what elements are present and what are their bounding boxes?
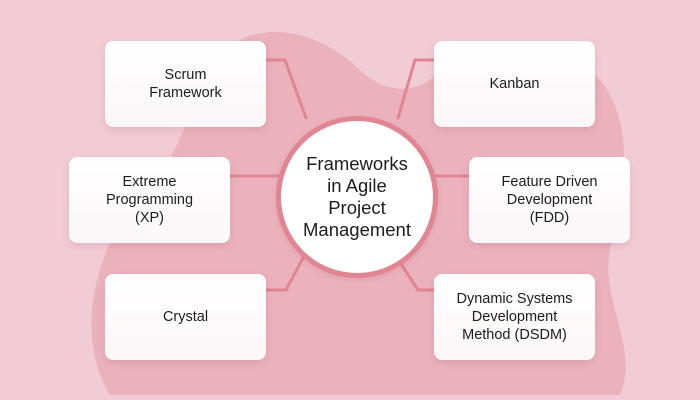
framework-card-dsdm[interactable]: Dynamic Systems Development Method (DSDM… xyxy=(434,274,595,360)
framework-card-xp[interactable]: Extreme Programming (XP) xyxy=(69,157,230,243)
connector-dsdm xyxy=(399,262,436,292)
framework-card-fdd[interactable]: Feature Driven Development (FDD) xyxy=(469,157,630,243)
connector-kanban xyxy=(396,58,436,120)
center-title: Frameworks in Agile Project Management xyxy=(303,153,411,240)
framework-label-crystal: Crystal xyxy=(162,309,209,325)
framework-label-scrum: Scrum Framework xyxy=(149,67,222,101)
framework-label-kanban: Kanban xyxy=(489,76,540,92)
framework-label-xp: Extreme Programming (XP) xyxy=(105,174,194,226)
framework-card-kanban[interactable]: Kanban xyxy=(434,41,595,127)
framework-label-dsdm: Dynamic Systems Development Method (DSDM… xyxy=(456,291,573,343)
connector-scrum xyxy=(264,58,308,120)
framework-label-fdd: Feature Driven Development (FDD) xyxy=(501,174,598,226)
framework-card-scrum[interactable]: Scrum Framework xyxy=(105,41,266,127)
connector-crystal xyxy=(264,256,305,292)
center-hub: Frameworks in Agile Project Management xyxy=(276,116,438,278)
framework-card-crystal[interactable]: Crystal xyxy=(105,274,266,360)
